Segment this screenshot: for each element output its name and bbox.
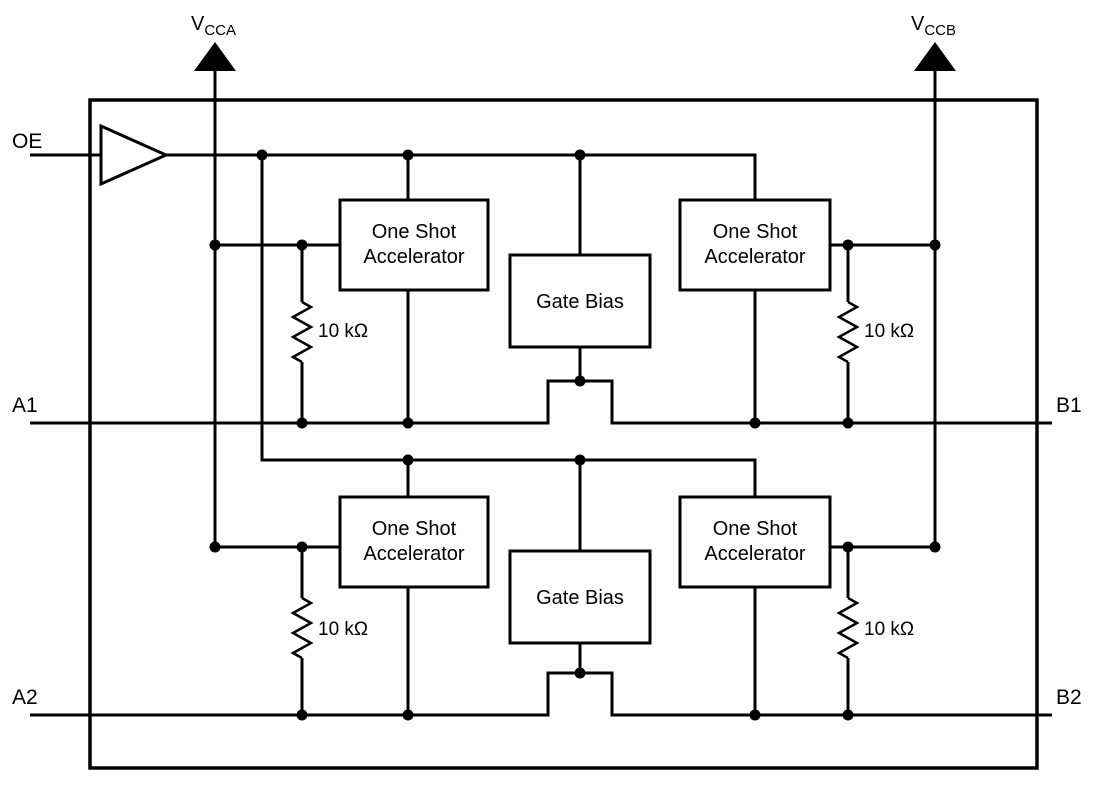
junction-dot (402, 454, 414, 466)
one-shot-b2-label-line2: Accelerator (704, 543, 805, 565)
junction-dot (749, 709, 761, 721)
wire-a2-b2 (30, 671, 1052, 717)
wire-oe-main (166, 153, 757, 200)
junction-dot (296, 417, 308, 429)
vccb-supply-icon (914, 42, 956, 71)
pin-label-b1: B1 (1056, 394, 1082, 417)
resistor-a1-value: 10 kΩ (318, 321, 368, 342)
resistor-b1-zigzag-icon (836, 300, 860, 364)
junction-dot (574, 375, 586, 387)
junction-dot (929, 541, 941, 553)
pin-label-b2: B2 (1056, 686, 1082, 709)
junction-dot (574, 149, 586, 161)
resistor-b1 (836, 245, 860, 423)
resistor-b2-zigzag-icon (836, 596, 860, 660)
junction-dot (842, 417, 854, 429)
vcca-supply-icon (194, 42, 236, 71)
one-shot-b1-label-line1: One Shot (713, 221, 798, 243)
junction-dots (209, 149, 941, 721)
junction-dot (842, 709, 854, 721)
one-shot-a2-label-line2: Accelerator (363, 543, 464, 565)
ic-outline (88, 98, 1039, 770)
wire-a1-b1 (30, 379, 1052, 425)
resistor-a2-value: 10 kΩ (318, 619, 368, 640)
resistor-a1 (290, 245, 314, 423)
junction-dot (209, 239, 221, 251)
pin-label-a2: A2 (12, 686, 38, 709)
gate-bias-box-ch2 (508, 549, 652, 645)
one-shot-a1-label-line1: One Shot (372, 221, 457, 243)
one-shot-b2-label-line1: One Shot (713, 518, 798, 540)
junction-dot (402, 149, 414, 161)
junction-dot (574, 454, 586, 466)
junction-dot (256, 149, 268, 161)
junction-dot (402, 417, 414, 429)
gate-bias-box-ch1 (508, 253, 652, 349)
junction-dot (574, 667, 586, 679)
resistor-b2 (836, 547, 860, 715)
resistor-a1-zigzag-icon (290, 300, 314, 364)
junction-dot (209, 541, 221, 553)
junction-dot (749, 417, 761, 429)
vccb-label: VCCB (911, 13, 956, 39)
junction-dot (296, 709, 308, 721)
one-shot-accelerator-box-a2 (338, 495, 490, 589)
junction-dot (402, 709, 414, 721)
one-shot-a2-label-line1: One Shot (372, 518, 457, 540)
one-shot-a1-label-line2: Accelerator (363, 246, 464, 268)
junction-dot (296, 541, 308, 553)
pin-label-oe: OE (12, 130, 42, 153)
junction-dot (296, 239, 308, 251)
one-shot-b1-label-line2: Accelerator (704, 246, 805, 268)
junction-dot (842, 541, 854, 553)
resistor-b2-value: 10 kΩ (864, 619, 914, 640)
wire-oe-branch-ch2 (260, 155, 757, 497)
gate-bias-ch1-label: Gate Bias (536, 291, 624, 313)
one-shot-accelerator-box-b1 (678, 198, 832, 292)
vcca-label: VCCA (191, 13, 236, 39)
junction-dot (929, 239, 941, 251)
resistor-a2 (290, 547, 314, 715)
gate-bias-ch2-label: Gate Bias (536, 587, 624, 609)
junction-dot (842, 239, 854, 251)
one-shot-accelerator-box-a1 (338, 198, 490, 292)
one-shot-accelerator-box-b2 (678, 495, 832, 589)
pin-label-a1: A1 (12, 394, 38, 417)
oe-buffer-icon (99, 123, 170, 187)
resistor-a2-zigzag-icon (290, 596, 314, 660)
resistor-b1-value: 10 kΩ (864, 321, 914, 342)
